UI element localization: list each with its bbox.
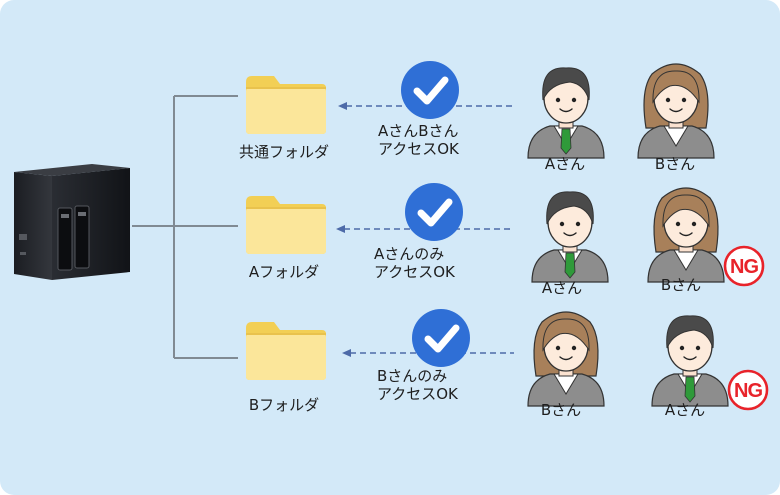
access-note-a: Aさんのみ アクセスOK — [374, 245, 455, 281]
access-note-line-2: アクセスOK — [378, 140, 459, 158]
folder-label-a: Aフォルダ — [248, 263, 320, 281]
access-note-line-2: アクセスOK — [374, 263, 455, 281]
network-connectors — [132, 95, 238, 359]
access-note-line-1: Bさんのみ — [377, 367, 448, 385]
businesswoman-icon — [647, 187, 725, 283]
person-label: Aさん — [544, 155, 586, 173]
businessman-icon — [531, 191, 609, 283]
check-circle-icon — [412, 309, 470, 367]
person-label: Bさん — [654, 155, 696, 173]
businessman-icon — [651, 315, 729, 407]
person-label: Aさん — [664, 401, 706, 419]
access-note-line-1: Aさんのみ — [374, 245, 445, 263]
person-label: Aさん — [541, 279, 583, 297]
person-label: Bさん — [660, 276, 702, 294]
folder-icon — [246, 322, 326, 380]
access-note-line-2: アクセスOK — [377, 385, 458, 403]
nas-server-icon — [14, 164, 130, 280]
check-circle-icon — [401, 61, 459, 119]
businesswoman-icon — [527, 311, 605, 407]
access-note-line-1: AさんBさん — [378, 122, 459, 140]
access-note-shared: AさんBさん アクセスOK — [378, 122, 459, 158]
svg-text:NG: NG — [734, 380, 762, 402]
folder-icon — [246, 196, 326, 254]
folder-label-b: Bフォルダ — [248, 396, 320, 414]
person-label: Bさん — [540, 401, 582, 419]
folder-label-shared: 共通フォルダ — [238, 143, 329, 161]
folder-icon — [246, 76, 326, 134]
access-note-b: Bさんのみ アクセスOK — [377, 367, 458, 403]
businessman-icon — [527, 67, 605, 159]
ng-stamp-icon: NG — [727, 369, 769, 411]
svg-text:NG: NG — [730, 256, 758, 278]
ng-stamp-icon: NG — [723, 245, 765, 287]
check-circle-icon — [405, 183, 463, 241]
businesswoman-icon — [637, 63, 715, 159]
